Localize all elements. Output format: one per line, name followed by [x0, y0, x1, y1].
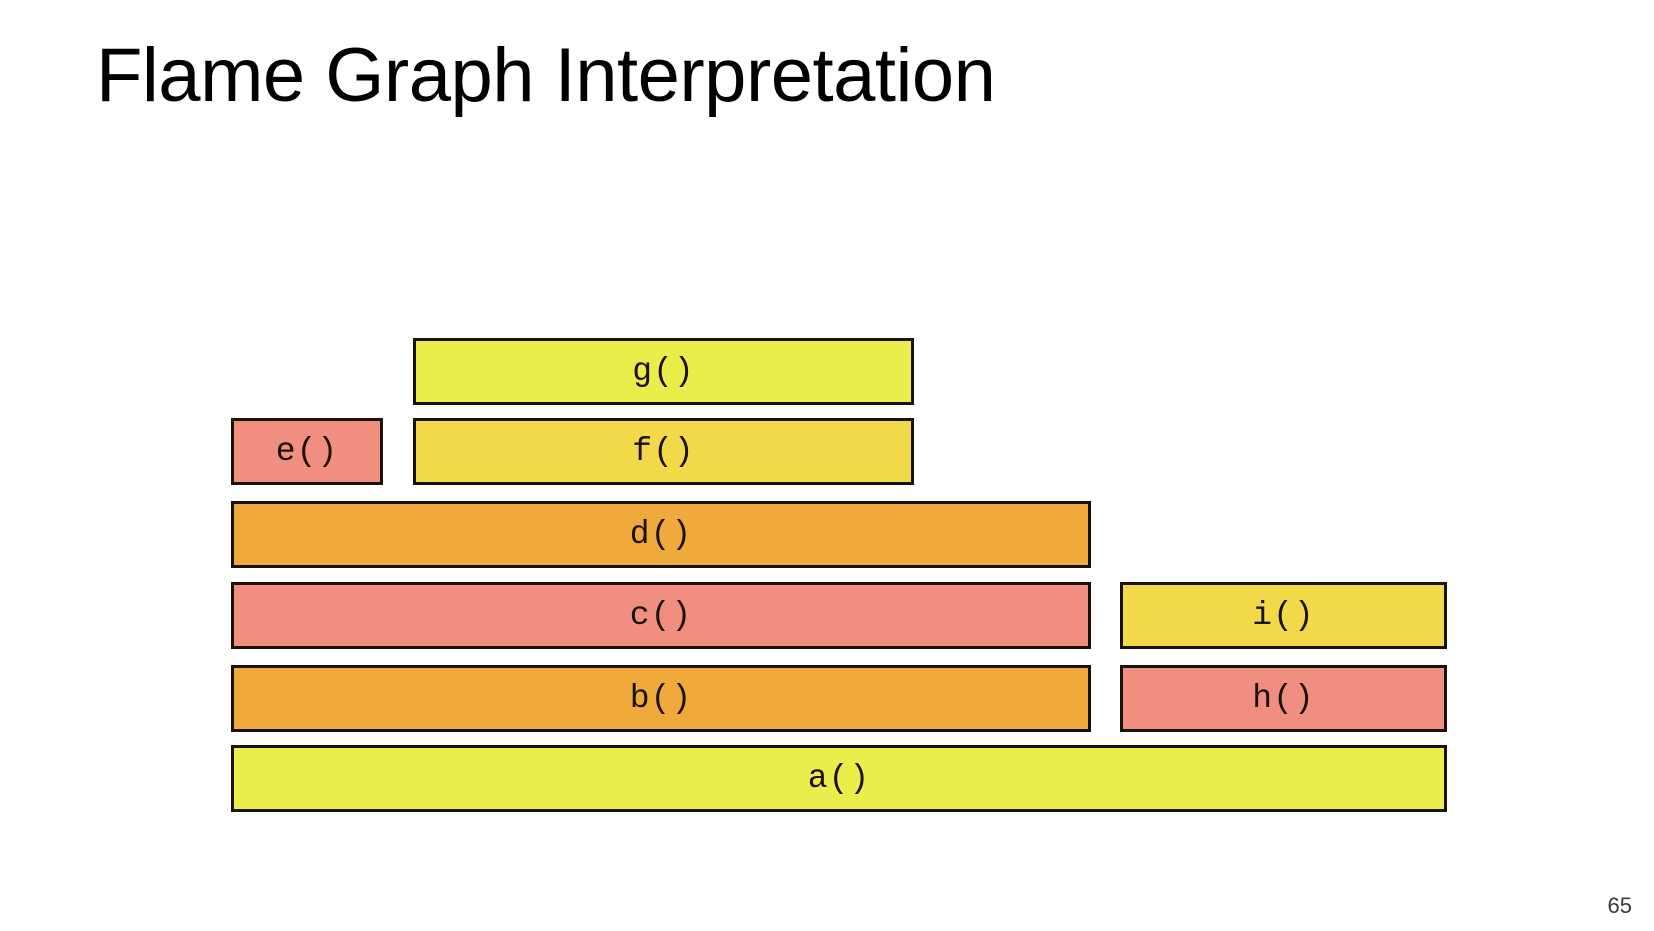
flame-frame[interactable]: a() — [231, 745, 1447, 812]
flame-frame[interactable]: h() — [1120, 665, 1447, 732]
flame-frame[interactable]: f() — [413, 418, 914, 485]
flame-frame-label: d() — [629, 516, 693, 553]
flame-frame[interactable]: b() — [231, 665, 1091, 732]
flame-frame-label: h() — [1252, 680, 1315, 717]
flame-frame-label: i() — [1252, 597, 1315, 634]
flame-frame-label: c() — [629, 597, 693, 634]
flame-frame-label: g() — [632, 353, 695, 390]
flame-frame[interactable]: d() — [231, 501, 1091, 568]
page-number: 65 — [1607, 893, 1632, 918]
flame-frame-label: a() — [807, 760, 871, 797]
flame-frame-label: f() — [632, 433, 695, 470]
flame-frame[interactable]: i() — [1120, 582, 1447, 649]
flame-frame-label: b() — [629, 680, 693, 717]
page-title: Flame Graph Interpretation — [96, 33, 996, 118]
flame-frame[interactable]: c() — [231, 582, 1091, 649]
flame-frame[interactable]: e() — [231, 418, 383, 485]
flame-frame[interactable]: g() — [413, 338, 914, 405]
flame-frame-label: e() — [275, 433, 339, 470]
